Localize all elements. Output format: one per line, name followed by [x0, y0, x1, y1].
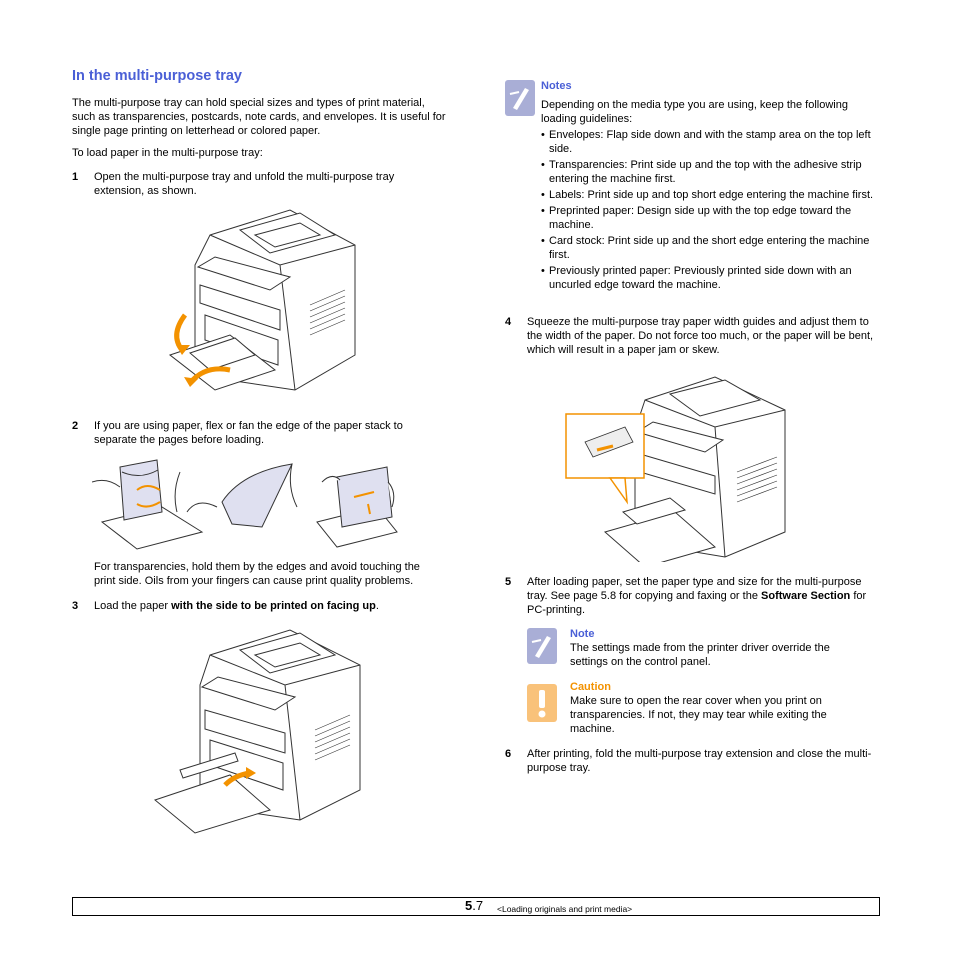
notes-item-previously-printed: Previously printed paper: Previously pri…	[541, 264, 876, 292]
step-1-number: 1	[72, 171, 79, 183]
step-5-text: After loading paper, set the paper type …	[527, 576, 867, 616]
step-2-number: 2	[72, 420, 79, 432]
step-4-text: Squeeze the multi-purpose tray paper wid…	[527, 316, 874, 356]
notes-intro: Depending on the media type you are usin…	[541, 99, 848, 125]
load-paper-illustration	[153, 629, 361, 834]
step-3-number: 3	[72, 600, 79, 612]
step-3-text: Load the paper with the side to be print…	[94, 600, 379, 612]
notes-item-card-stock: Card stock: Print side up and the short …	[541, 234, 876, 262]
step-6-number: 6	[505, 748, 512, 760]
printer-open-tray-illustration	[168, 209, 356, 391]
caution-icon	[527, 684, 557, 722]
intro-paragraph: The multi-purpose tray can hold special …	[72, 97, 446, 137]
step-6-text: After printing, fold the multi-purpose t…	[527, 748, 872, 774]
section-title: In the multi-purpose tray	[72, 68, 242, 84]
notes-title: Notes	[541, 80, 572, 92]
caution-title: Caution	[570, 681, 611, 693]
notes-item-preprinted: Preprinted paper: Design side up with th…	[541, 204, 876, 232]
caution-text: Make sure to open the rear cover when yo…	[570, 695, 827, 735]
note-title: Note	[570, 628, 595, 640]
step-5-number: 5	[505, 576, 512, 588]
chapter-title: <Loading originals and print media>	[497, 904, 633, 914]
flex-paper-illustration	[92, 459, 398, 550]
step-1-text: Open the multi-purpose tray and unfold t…	[94, 171, 395, 197]
notes-item-transparencies: Transparencies: Print side up and the to…	[541, 158, 876, 186]
note-icon	[527, 628, 557, 664]
step-4-number: 4	[505, 316, 512, 328]
notes-list: Envelopes: Flap side down and with the s…	[541, 128, 876, 294]
notes-item-envelopes: Envelopes: Flap side down and with the s…	[541, 128, 876, 156]
notes-icon	[505, 80, 535, 116]
step-2-text: If you are using paper, flex or fan the …	[94, 420, 403, 446]
notes-item-labels: Labels: Print side up and top short edge…	[541, 188, 876, 202]
page-number: 5.7	[465, 898, 484, 913]
page-footer: 5.7 <Loading originals and print media>	[72, 897, 880, 916]
adjust-guides-illustration	[565, 376, 786, 562]
to-load-paragraph: To load paper in the multi-purpose tray:	[72, 147, 263, 159]
note-text: The settings made from the printer drive…	[570, 642, 830, 668]
transparencies-paragraph: For transparencies, hold them by the edg…	[94, 561, 420, 587]
